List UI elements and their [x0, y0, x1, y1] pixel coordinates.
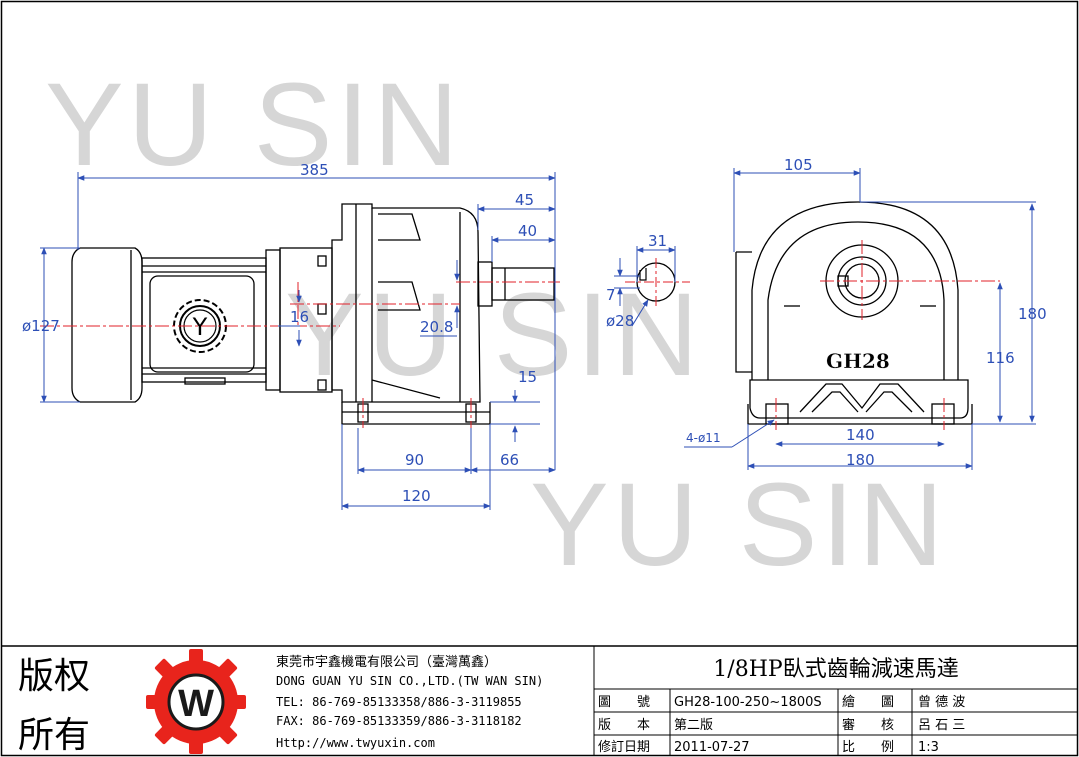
row-label-version: 版 本 [598, 718, 650, 733]
front-view [735, 201, 973, 425]
watermark-top: YU SIN [45, 59, 462, 191]
motor-badge-letter: Y [192, 313, 208, 341]
dim-90: 90 [405, 451, 424, 469]
row-label-drawn-by: 繪 圖 [842, 694, 894, 710]
side-view [71, 203, 555, 425]
dim-116: 116 [986, 349, 1015, 367]
company-logo: W [146, 649, 246, 754]
dim-120: 120 [402, 487, 431, 505]
logo-letter: W [178, 683, 214, 725]
dim-15: 15 [518, 368, 537, 386]
front-dimensions [684, 168, 1036, 470]
company-name-en: DONG GUAN YU SIN CO.,LTD.(TW WAN SIN) [276, 674, 543, 688]
motor-rear-cap [71, 247, 143, 403]
front-centerlines [775, 240, 1000, 430]
dim-40: 40 [518, 222, 537, 240]
row-label-checked-by: 審 核 [842, 718, 894, 733]
dim-holes: 4-ø11 [686, 431, 721, 445]
row-value-scale: 1:3 [918, 740, 939, 755]
company-website: Http://www.twyuxin.com [276, 736, 435, 750]
dim-20-8: 20.8 [420, 318, 453, 336]
dim-shaft-dia: ø28 [606, 312, 634, 330]
title-block [2, 645, 1077, 756]
side-dimensions [40, 172, 556, 510]
dim-140: 140 [846, 426, 875, 444]
terminal-box [149, 275, 255, 373]
drawing-title: 1/8HP臥式齒輪減速馬達 [713, 657, 958, 682]
dim-385: 385 [300, 161, 329, 179]
row-value-drawing-no: GH28-100-250~1800S [674, 695, 822, 710]
copyright-line-1: 版权 [18, 656, 90, 697]
row-label-revision-date: 修訂日期 [598, 739, 650, 755]
base-foot [341, 402, 491, 425]
side-dimension-labels: 385 45 40 ø127 16 20.8 15 90 66 120 [22, 161, 537, 505]
front-housing-outer [751, 201, 959, 380]
company-tel: TEL: 86-769-85133358/886-3-3119855 [276, 695, 522, 709]
row-value-checked-by: 呂 石 三 [918, 718, 965, 733]
dim-66: 66 [500, 451, 519, 469]
dim-105: 105 [784, 156, 813, 174]
gear-label: GH28 [826, 349, 890, 373]
watermark-middle: YU SIN [285, 269, 702, 401]
dim-180-base: 180 [846, 451, 875, 469]
company-name-cn: 東莞市宇鑫機電有限公司（臺灣萬鑫） [276, 654, 497, 670]
row-label-scale: 比 例 [842, 740, 894, 755]
front-base [747, 404, 973, 425]
watermark-bottom: YU SIN [530, 459, 947, 591]
row-label-drawing-no: 圖 號 [598, 695, 650, 710]
row-value-drawn-by: 曾 德 波 [918, 695, 965, 710]
gearbox-housing [331, 203, 481, 403]
shaft-dimensions [614, 246, 676, 327]
copyright-line-2: 所有 [18, 715, 90, 756]
dim-key-7: 7 [606, 286, 616, 304]
dim-motor-dia: ø127 [22, 317, 60, 335]
dim-key-31: 31 [648, 232, 667, 250]
row-value-revision-date: 2011-07-27 [674, 740, 750, 755]
row-value-version: 第二版 [674, 718, 713, 733]
dim-45: 45 [515, 191, 534, 209]
company-fax: FAX: 86-769-85133359/886-3-3118182 [276, 714, 522, 728]
dim-180-height: 180 [1018, 305, 1047, 323]
dim-16: 16 [290, 308, 309, 326]
